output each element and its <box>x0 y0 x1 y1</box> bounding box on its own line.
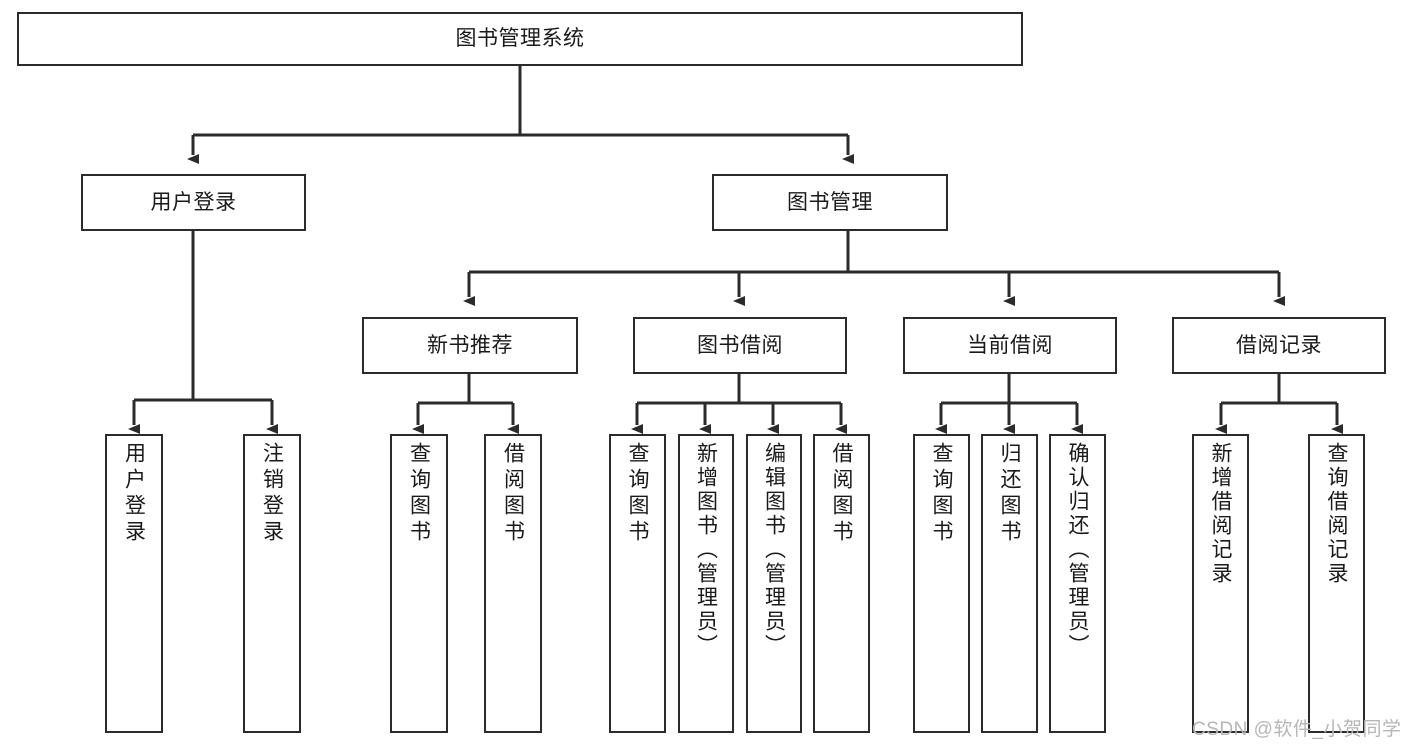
node-leaf-borrow-book-2[interactable]: 借阅图书 <box>813 434 870 733</box>
node-leaf-add-record-label: 新增借阅记录 <box>1209 442 1232 586</box>
node-leaf-logout[interactable]: 注销登录 <box>243 434 301 733</box>
node-current-borrow[interactable]: 当前借阅 <box>903 317 1117 374</box>
node-book-borrow[interactable]: 图书借阅 <box>633 317 847 374</box>
node-leaf-return-book-label: 归还图书 <box>998 442 1021 546</box>
node-leaf-borrow-book-2-label: 借阅图书 <box>830 442 853 546</box>
csdn-watermark: CSDN @软件_小贺同学 <box>1192 719 1402 740</box>
node-user-login[interactable]: 用户登录 <box>81 174 306 231</box>
node-leaf-query-record[interactable]: 查询借阅记录 <box>1308 434 1365 733</box>
node-leaf-borrow-book-1[interactable]: 借阅图书 <box>484 434 542 733</box>
node-current-borrow-label: 当前借阅 <box>967 333 1053 357</box>
node-leaf-query-book-3-label: 查询图书 <box>930 442 953 546</box>
node-leaf-add-book-label: 新增图书（管理员） <box>694 442 718 658</box>
node-leaf-query-book-1-label: 查询图书 <box>407 442 431 546</box>
node-book-borrow-label: 图书借阅 <box>697 333 783 357</box>
node-root-system-label: 图书管理系统 <box>455 27 585 51</box>
node-leaf-edit-book-label: 编辑图书（管理员） <box>762 442 786 658</box>
node-leaf-query-book-3[interactable]: 查询图书 <box>913 434 970 733</box>
node-borrow-record[interactable]: 借阅记录 <box>1172 317 1386 374</box>
node-leaf-logout-label: 注销登录 <box>260 442 284 546</box>
node-leaf-return-book[interactable]: 归还图书 <box>981 434 1038 733</box>
node-leaf-query-book-2-label: 查询图书 <box>626 442 649 546</box>
node-leaf-edit-book[interactable]: 编辑图书（管理员） <box>746 434 802 733</box>
node-leaf-user-login-label: 用户登录 <box>122 442 146 546</box>
node-user-login-label: 用户登录 <box>150 190 237 214</box>
node-leaf-confirm-return-label: 确认归还（管理员） <box>1066 442 1089 658</box>
node-leaf-query-book-2[interactable]: 查询图书 <box>609 434 666 733</box>
node-root-system[interactable]: 图书管理系统 <box>17 12 1023 66</box>
node-new-book-recommend[interactable]: 新书推荐 <box>362 317 578 374</box>
node-book-manage[interactable]: 图书管理 <box>712 174 948 231</box>
node-leaf-add-book[interactable]: 新增图书（管理员） <box>678 434 734 733</box>
node-leaf-query-record-label: 查询借阅记录 <box>1325 442 1348 586</box>
node-new-book-recommend-label: 新书推荐 <box>427 333 513 357</box>
node-leaf-confirm-return[interactable]: 确认归还（管理员） <box>1049 434 1106 733</box>
node-leaf-borrow-book-1-label: 借阅图书 <box>501 442 525 546</box>
node-leaf-add-record[interactable]: 新增借阅记录 <box>1192 434 1249 733</box>
node-book-manage-label: 图书管理 <box>787 190 873 214</box>
node-leaf-query-book-1[interactable]: 查询图书 <box>390 434 448 733</box>
node-leaf-user-login[interactable]: 用户登录 <box>105 434 163 733</box>
node-borrow-record-label: 借阅记录 <box>1236 333 1322 357</box>
